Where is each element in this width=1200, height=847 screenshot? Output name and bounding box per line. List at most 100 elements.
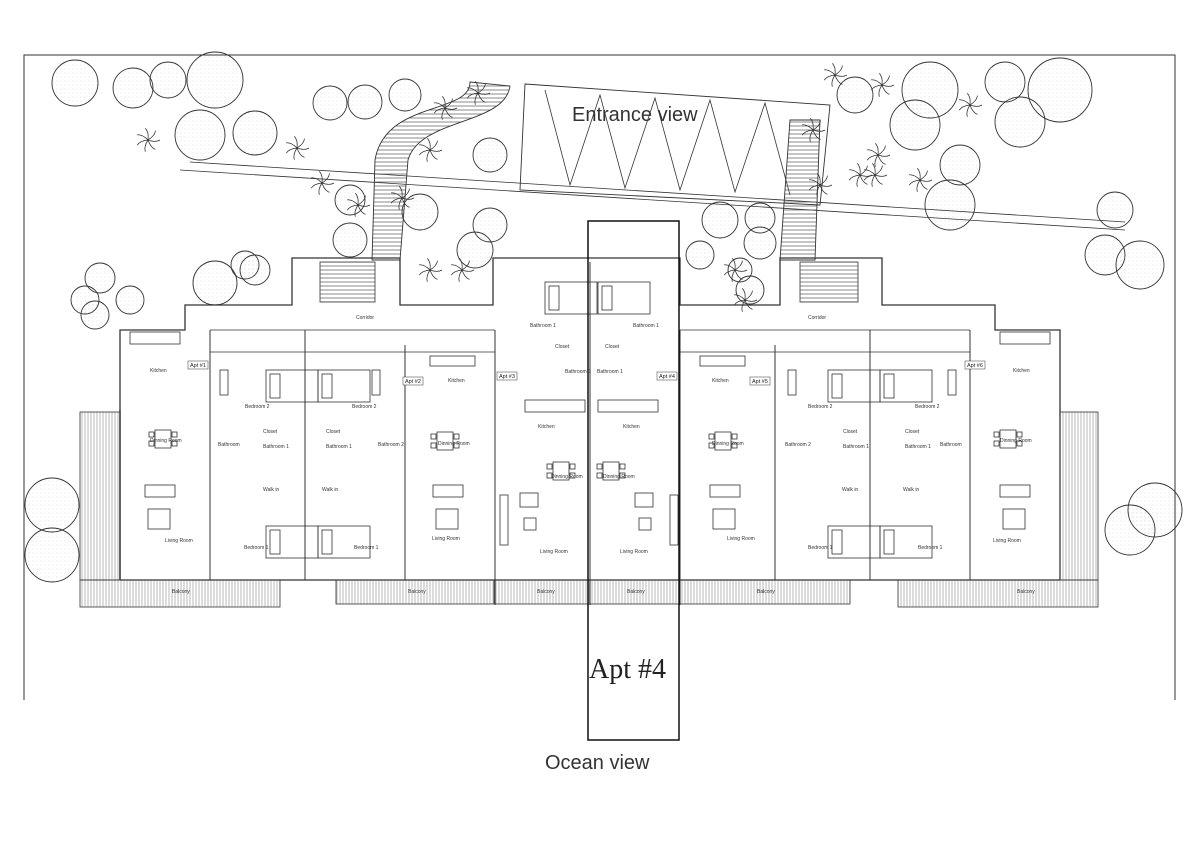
bedroom2-label-3: Bedroom 2 <box>808 404 833 410</box>
living-label-3: Living Room <box>540 549 568 555</box>
bed-pillow <box>269 529 281 555</box>
dining-label-6: Dinning Room <box>1000 438 1032 444</box>
chair <box>619 463 626 470</box>
dining-label-1: Dinning Room <box>150 438 182 444</box>
chair <box>731 433 738 440</box>
tree-canopy <box>84 262 116 294</box>
tree-canopy <box>924 179 976 231</box>
chair <box>453 433 460 440</box>
closet-label-5: Closet <box>843 429 858 435</box>
tree-canopy <box>701 201 739 239</box>
apt-tag-1: Apt #1 <box>190 363 206 369</box>
bathroom1-label-4: Bathroom 1 <box>597 369 623 375</box>
closet-label-6: Closet <box>905 429 920 435</box>
apt-tag-6: Apt #6 <box>967 363 983 369</box>
chair <box>430 433 437 440</box>
bed-pillow <box>321 373 333 399</box>
bed-pillow <box>601 285 613 311</box>
palm-plant <box>418 138 443 162</box>
tree-canopy <box>984 61 1026 103</box>
bed-pillow <box>548 285 560 311</box>
kitchen-label-2: Kitchen <box>448 378 465 384</box>
tree-canopy <box>230 250 260 280</box>
dining-table <box>436 431 454 451</box>
closet-label-4: Closet <box>605 344 620 350</box>
living-label-2: Living Room <box>432 536 460 542</box>
wardrobe <box>371 369 381 396</box>
dining-table <box>999 429 1017 449</box>
palm-plant <box>346 193 371 217</box>
closet-label-1: Closet <box>263 429 278 435</box>
bedroom2-label-2: Bedroom 2 <box>352 404 377 410</box>
tree-canopy <box>347 84 383 120</box>
tree-canopy <box>994 96 1046 148</box>
walkin-label-1: Walk in <box>263 487 279 493</box>
palm-plant <box>808 173 833 197</box>
chair <box>596 463 603 470</box>
balcony-label-6: Balcony <box>1017 589 1035 595</box>
coffee-table <box>435 508 459 530</box>
living-label-1: Living Room <box>165 538 193 544</box>
chair <box>619 472 626 479</box>
tree-canopy <box>836 76 874 114</box>
tree-canopy <box>685 240 715 270</box>
sofa <box>709 484 741 498</box>
tree-canopy <box>24 527 80 583</box>
palm-plant <box>136 128 161 152</box>
bed <box>827 369 881 403</box>
kitchen-counter <box>129 331 181 345</box>
chair <box>171 440 178 447</box>
palm-plant <box>723 258 748 282</box>
kitchen-label-6: Kitchen <box>1013 368 1030 374</box>
balcony-label-1: Balcony <box>172 589 190 595</box>
bedroom1-label-4: Bathroom 1 <box>633 323 659 329</box>
entrance-canopy-zigzag <box>544 89 791 196</box>
chair <box>171 431 178 438</box>
chair <box>453 442 460 449</box>
bed-pillow <box>883 529 895 555</box>
tree-canopy <box>192 260 238 306</box>
closet-label-3: Closet <box>555 344 570 350</box>
dining-label-3: Dinning Room <box>551 474 583 480</box>
side-table <box>523 517 537 531</box>
bedroom1-label-2: Bedroom 1 <box>354 545 379 551</box>
living-label-6: Living Room <box>993 538 1021 544</box>
wardrobe <box>219 369 229 396</box>
wardrobe <box>787 369 797 396</box>
kitchen-counter <box>999 331 1051 345</box>
dining-table <box>602 461 620 481</box>
living-label-4: Living Room <box>620 549 648 555</box>
tree-canopy <box>1027 57 1093 123</box>
bedroom1-label-5: Bedroom 1 <box>808 545 833 551</box>
armchair <box>519 492 539 508</box>
tree-canopy <box>727 257 753 283</box>
tree-canopy <box>472 137 508 173</box>
chair <box>148 431 155 438</box>
bathroom-label-1: Bathroom <box>218 442 240 448</box>
stair-block-right <box>799 261 859 303</box>
tree-canopy <box>186 51 244 109</box>
bed <box>317 525 371 559</box>
palm-plant <box>285 136 310 160</box>
palm-plant <box>310 171 335 195</box>
coffee-table <box>147 508 171 530</box>
ocean-view-label: Ocean view <box>545 752 650 774</box>
bed <box>317 369 371 403</box>
bed-pillow <box>321 529 333 555</box>
armchair <box>634 492 654 508</box>
palm-plant <box>450 258 475 282</box>
tree-canopy <box>1115 240 1165 290</box>
tree-canopy <box>112 67 154 109</box>
furniture <box>129 281 1051 559</box>
side-table <box>638 517 652 531</box>
bathroom2-label-1: Bathroom 2 <box>378 442 404 448</box>
bathroom-label-2: Bathroom <box>940 442 962 448</box>
side-stair <box>779 119 821 261</box>
chair <box>546 463 553 470</box>
bedroom2-label-4: Bedroom 2 <box>915 404 940 410</box>
tree-canopy <box>1104 504 1156 556</box>
bedroom2-label-1: Bedroom 2 <box>245 404 270 410</box>
chair <box>596 472 603 479</box>
coffee-table <box>1002 508 1026 530</box>
